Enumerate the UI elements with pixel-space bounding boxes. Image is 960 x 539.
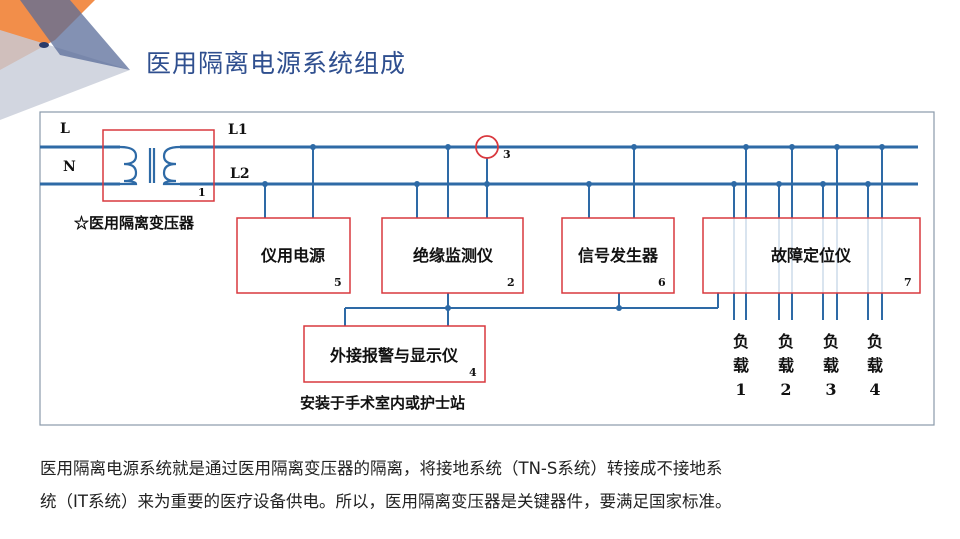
diagram-frame [39, 111, 935, 426]
box-label: 绝缘监测仪 [413, 246, 494, 265]
load-line1: 负 [778, 332, 794, 351]
load-line2: 载 [778, 356, 794, 375]
transformer-num: 1 [198, 186, 206, 199]
corner-decoration [0, 0, 130, 120]
transformer-coils [119, 145, 181, 186]
box-num: 2 [507, 276, 515, 289]
box-insulation-monitor: 绝缘监测仪 2 [381, 217, 524, 294]
box-label: 信号发生器 [578, 246, 659, 265]
sensor-num: 3 [503, 148, 511, 161]
load-4: 负 载 4 [867, 332, 883, 399]
box-num: 7 [904, 276, 912, 289]
load-line1: 负 [867, 332, 883, 351]
transformer-box [102, 129, 215, 202]
box-num: 4 [469, 366, 477, 379]
box-signal-generator: 信号发生器 6 [561, 217, 675, 294]
install-note: 安装于手术室内或护士站 [300, 394, 465, 412]
wire-label-n: N [63, 159, 76, 175]
wire-label-l: L [60, 121, 70, 137]
box-num: 6 [658, 276, 666, 289]
caption: 医用隔离电源系统就是通过医用隔离变压器的隔离，将接地系统（TN-S系统）转接成不… [40, 452, 940, 518]
load-line2: 载 [733, 356, 749, 375]
box-num: 5 [334, 276, 342, 289]
box-label: 仪用电源 [260, 246, 325, 265]
wire-label-l2: L2 [230, 166, 250, 182]
load-1: 负 载 1 [733, 332, 749, 399]
transformer-label: ☆医用隔离变压器 [74, 214, 195, 232]
load-line2: 载 [823, 356, 839, 375]
box-external-alarm: 外接报警与显示仪 4 [303, 325, 486, 383]
current-sensor [475, 135, 499, 159]
box-label: 外接报警与显示仪 [329, 346, 459, 365]
load-3: 负 载 3 [823, 332, 839, 399]
junction-dots [262, 144, 885, 311]
load-num: 1 [735, 380, 746, 399]
wire-label-l1: L1 [228, 122, 248, 138]
load-line2: 载 [867, 356, 883, 375]
load-num: 3 [825, 380, 836, 399]
caption-line-2: 统（IT系统）来为重要的医疗设备供电。所以，医用隔离变压器是关键器件，要满足国家… [40, 492, 732, 511]
caption-line-1: 医用隔离电源系统就是通过医用隔离变压器的隔离，将接地系统（TN-S系统）转接成不… [40, 459, 723, 478]
load-2: 负 载 2 [778, 332, 794, 399]
load-line1: 负 [733, 332, 749, 351]
page-title: 医用隔离电源系统组成 [146, 49, 407, 78]
load-line1: 负 [823, 332, 839, 351]
load-num: 2 [780, 380, 791, 399]
load-num: 4 [869, 380, 880, 399]
box-label: 故障定位仪 [771, 246, 852, 265]
input-wires [40, 145, 918, 186]
box-instrument-power: 仪用电源 5 [236, 217, 351, 294]
box-fault-locator: 故障定位仪 7 [702, 217, 921, 294]
